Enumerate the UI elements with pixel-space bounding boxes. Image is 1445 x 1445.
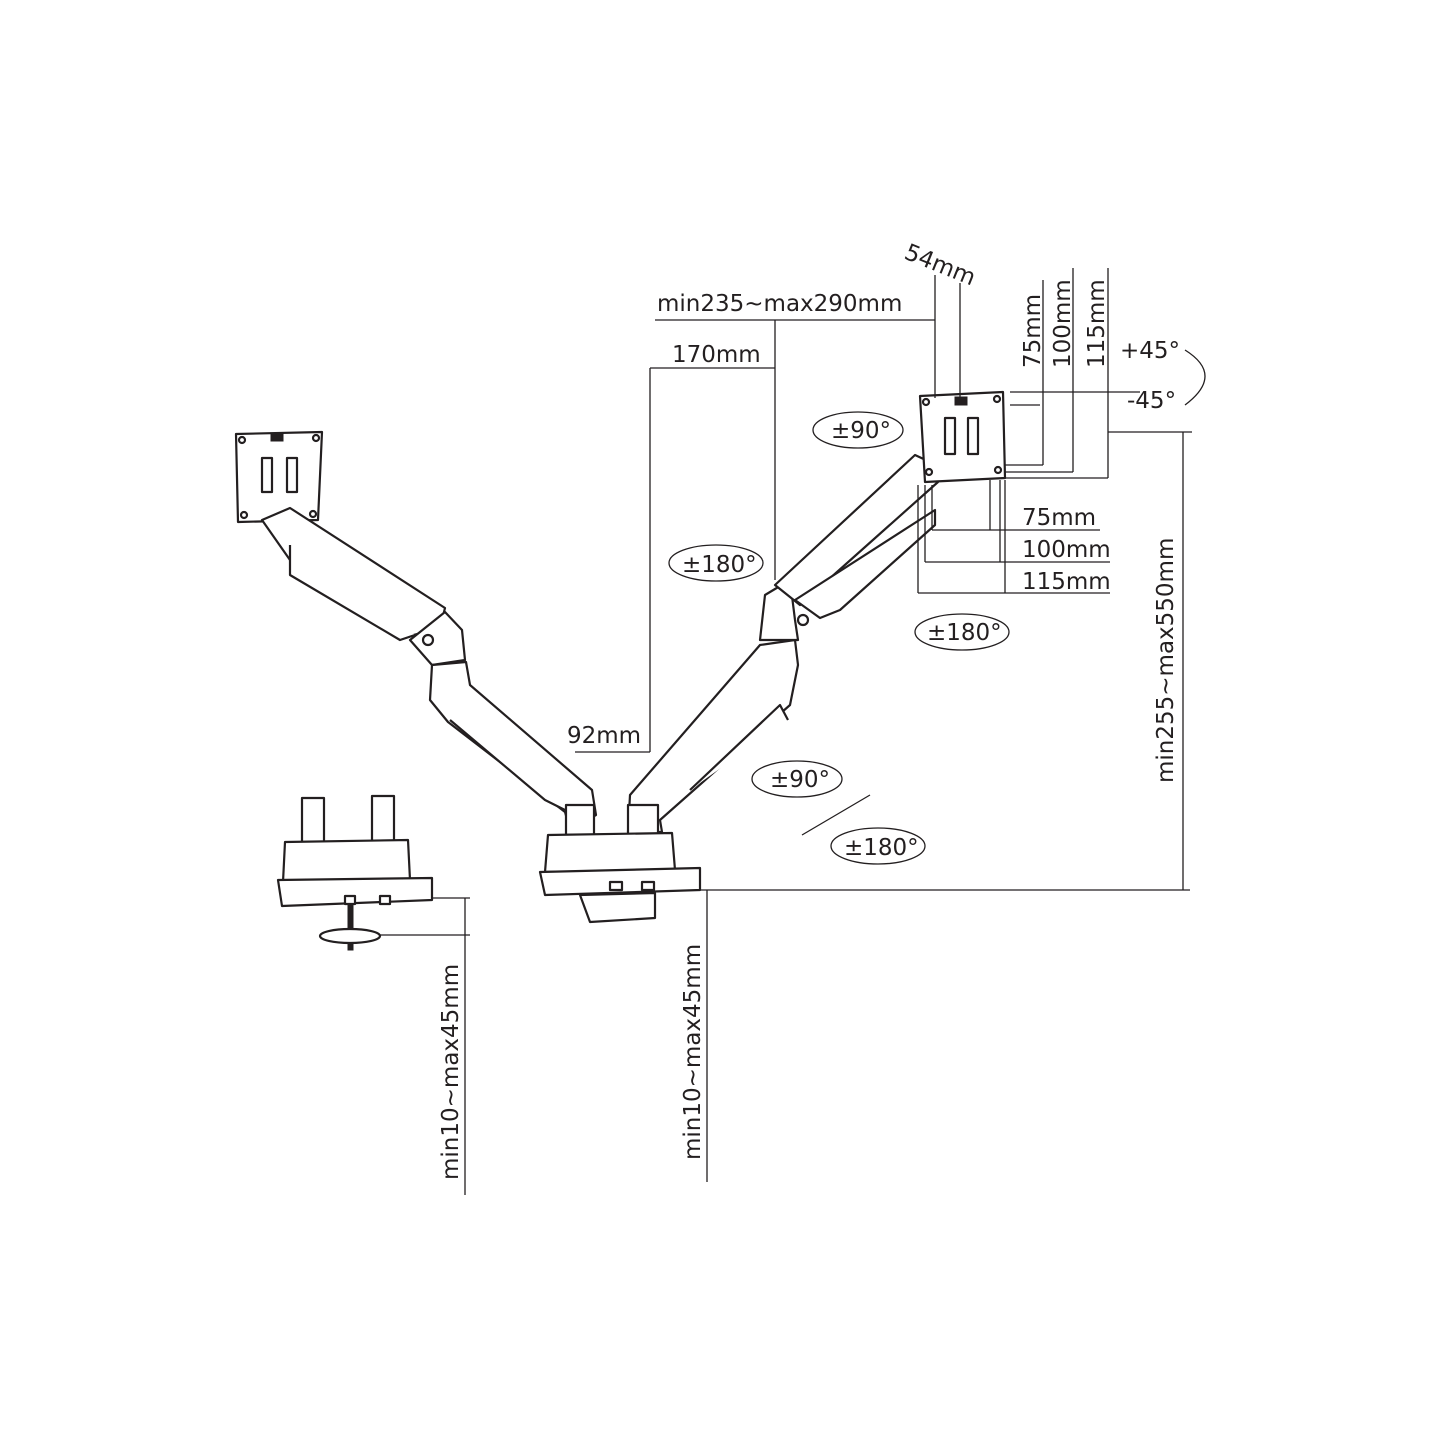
grommet-base — [276, 794, 434, 951]
label-vesa-v-75: 75mm — [1020, 294, 1046, 368]
label-clamp-thickness: min10~max45mm — [680, 944, 706, 1160]
label-tilt-up: +45° — [1120, 338, 1180, 364]
right-lower-arm — [626, 638, 800, 834]
label-vesa-v-100: 100mm — [1050, 279, 1076, 368]
label-pole-width: 92mm — [567, 723, 641, 749]
clamp-base — [538, 803, 702, 924]
label-arm-reach: min235~max290mm — [657, 291, 902, 317]
label-height-range: min255~max550mm — [1153, 538, 1179, 783]
left-lower-arm — [428, 660, 598, 832]
label-tilt-down: -45° — [1127, 388, 1176, 414]
label-vesa-h-100: 100mm — [1022, 537, 1111, 563]
label-pole-to-joint: 170mm — [672, 342, 761, 368]
label-head-swivel: ±90° — [831, 418, 891, 444]
rotation-ellipses — [668, 411, 1010, 865]
label-vesa-h-75: 75mm — [1022, 505, 1096, 531]
label-vesa-v-115: 115mm — [1084, 279, 1110, 368]
label-screen-rotation: ±180° — [927, 620, 1002, 646]
left-upper-arm — [260, 506, 467, 667]
label-arm-swivel: ±90° — [770, 767, 830, 793]
label-base-swivel: ±180° — [844, 835, 919, 861]
label-vesa-h-115: 115mm — [1022, 569, 1111, 595]
right-vesa-plate — [918, 390, 1007, 484]
left-vesa-plate — [234, 430, 324, 524]
label-plate-depth: 54mm — [901, 239, 979, 291]
label-grommet-thickness: min10~max45mm — [438, 964, 464, 1180]
dimension-lines — [380, 268, 1206, 1195]
label-forearm-swivel: ±180° — [682, 552, 757, 578]
right-upper-arm — [758, 453, 940, 642]
